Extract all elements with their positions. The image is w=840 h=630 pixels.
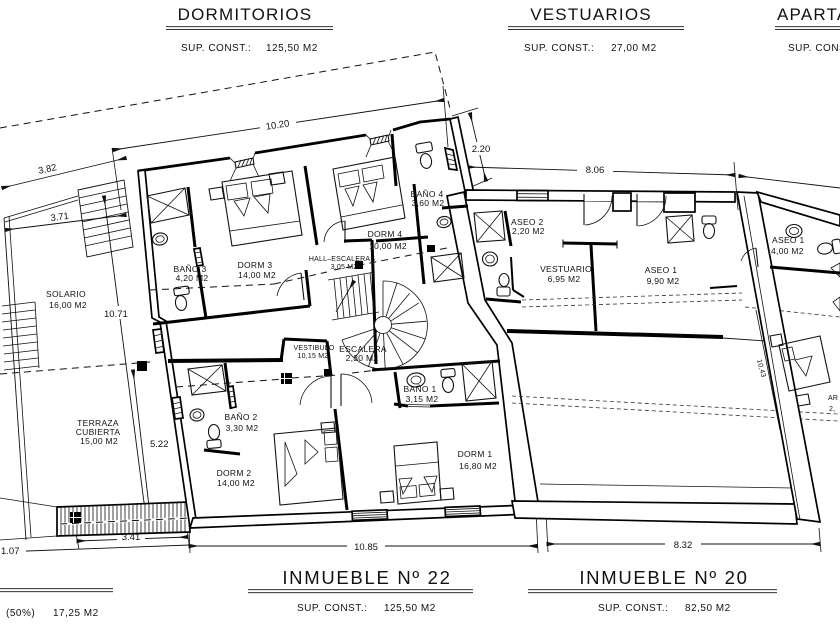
- svg-text:10.85: 10.85: [354, 542, 378, 553]
- svg-text:6,95 M2: 6,95 M2: [548, 274, 581, 284]
- svg-text:TERRAZA: TERRAZA: [77, 418, 119, 428]
- svg-text:VESTIBULO: VESTIBULO: [293, 345, 334, 352]
- svg-text:INMUEBLE Nº 22: INMUEBLE Nº 22: [282, 567, 451, 588]
- svg-text:SUP. CONST.:: SUP. CONST.:: [524, 43, 594, 54]
- svg-text:8.06: 8.06: [586, 165, 605, 176]
- svg-text:9,90 M2: 9,90 M2: [647, 276, 680, 286]
- svg-text:3,60 M2: 3,60 M2: [412, 198, 445, 208]
- svg-text:DORM 1: DORM 1: [458, 449, 493, 459]
- svg-text:SUP. CONST.:: SUP. CONST.:: [598, 603, 668, 614]
- svg-text:CUBIERTA: CUBIERTA: [76, 427, 121, 437]
- svg-text:10,15 M2: 10,15 M2: [298, 353, 329, 360]
- svg-text:BAÑO 4: BAÑO 4: [411, 189, 444, 199]
- svg-text:16,80 M2: 16,80 M2: [459, 461, 497, 471]
- svg-text:125,50 M2: 125,50 M2: [266, 43, 318, 54]
- svg-text:ASEO 1: ASEO 1: [645, 265, 678, 275]
- svg-text:10,00 M2: 10,00 M2: [369, 241, 407, 251]
- svg-text:2,: 2,: [829, 406, 835, 413]
- svg-text:8.32: 8.32: [674, 540, 693, 551]
- svg-text:DORM 3: DORM 3: [238, 260, 273, 270]
- svg-text:HALL–ESCALERAS: HALL–ESCALERAS: [309, 256, 375, 263]
- svg-text:27,00 M2: 27,00 M2: [611, 43, 657, 54]
- svg-text:1.07: 1.07: [1, 546, 20, 557]
- svg-text:15,00 M2: 15,00 M2: [80, 436, 118, 446]
- svg-text:17,25 M2: 17,25 M2: [53, 608, 99, 619]
- svg-text:10,43: 10,43: [755, 359, 767, 379]
- svg-text:SUP. CONST.:: SUP. CONST.:: [297, 603, 367, 614]
- svg-text:AR: AR: [828, 395, 838, 402]
- svg-text:DORM 4: DORM 4: [368, 229, 403, 239]
- svg-text:BAÑO 1: BAÑO 1: [404, 384, 437, 394]
- svg-text:10.71: 10.71: [104, 309, 128, 320]
- svg-text:SUP. CONST.:: SUP. CONST.:: [181, 43, 251, 54]
- svg-text:3,05 M2: 3,05 M2: [331, 264, 358, 271]
- svg-text:SUP. CONS: SUP. CONS: [788, 43, 840, 54]
- svg-text:14,00 M2: 14,00 M2: [217, 478, 255, 488]
- svg-text:DORM 2: DORM 2: [217, 468, 252, 478]
- svg-text:APARTA: APARTA: [777, 5, 840, 24]
- svg-text:INMUEBLE Nº 20: INMUEBLE Nº 20: [579, 567, 748, 588]
- svg-text:125,50 M2: 125,50 M2: [384, 603, 436, 614]
- svg-text:(50%): (50%): [6, 608, 35, 619]
- svg-text:BAÑO 3: BAÑO 3: [174, 264, 207, 274]
- svg-text:ASEO 2: ASEO 2: [511, 217, 544, 227]
- svg-text:ASEO 1: ASEO 1: [772, 235, 805, 245]
- svg-text:VESTUARIO: VESTUARIO: [540, 264, 592, 274]
- svg-text:3,30 M2: 3,30 M2: [226, 423, 259, 433]
- svg-text:ESCALERA: ESCALERA: [339, 344, 387, 354]
- svg-text:14,00 M2: 14,00 M2: [238, 270, 276, 280]
- svg-text:4,20 M2: 4,20 M2: [176, 273, 209, 283]
- svg-text:16,00 M2: 16,00 M2: [49, 300, 87, 310]
- svg-text:2,20 M2: 2,20 M2: [512, 226, 545, 236]
- svg-text:3,15 M2: 3,15 M2: [406, 394, 439, 404]
- svg-text:VESTUARIOS: VESTUARIOS: [530, 5, 652, 24]
- svg-text:2.20: 2.20: [472, 144, 491, 155]
- svg-text:DORMITORIOS: DORMITORIOS: [178, 5, 313, 24]
- svg-text:10.20: 10.20: [265, 118, 290, 132]
- svg-text:3.41: 3.41: [122, 532, 141, 543]
- svg-text:BAÑO 2: BAÑO 2: [225, 412, 258, 422]
- svg-text:2,30 M2: 2,30 M2: [346, 353, 379, 363]
- svg-text:SOLARIO: SOLARIO: [46, 289, 86, 299]
- svg-text:5.22: 5.22: [150, 439, 169, 450]
- svg-text:4,00 M2: 4,00 M2: [771, 246, 804, 256]
- svg-text:3.82: 3.82: [37, 162, 57, 177]
- svg-text:82,50 M2: 82,50 M2: [685, 603, 731, 614]
- svg-text:3.71: 3.71: [50, 211, 70, 224]
